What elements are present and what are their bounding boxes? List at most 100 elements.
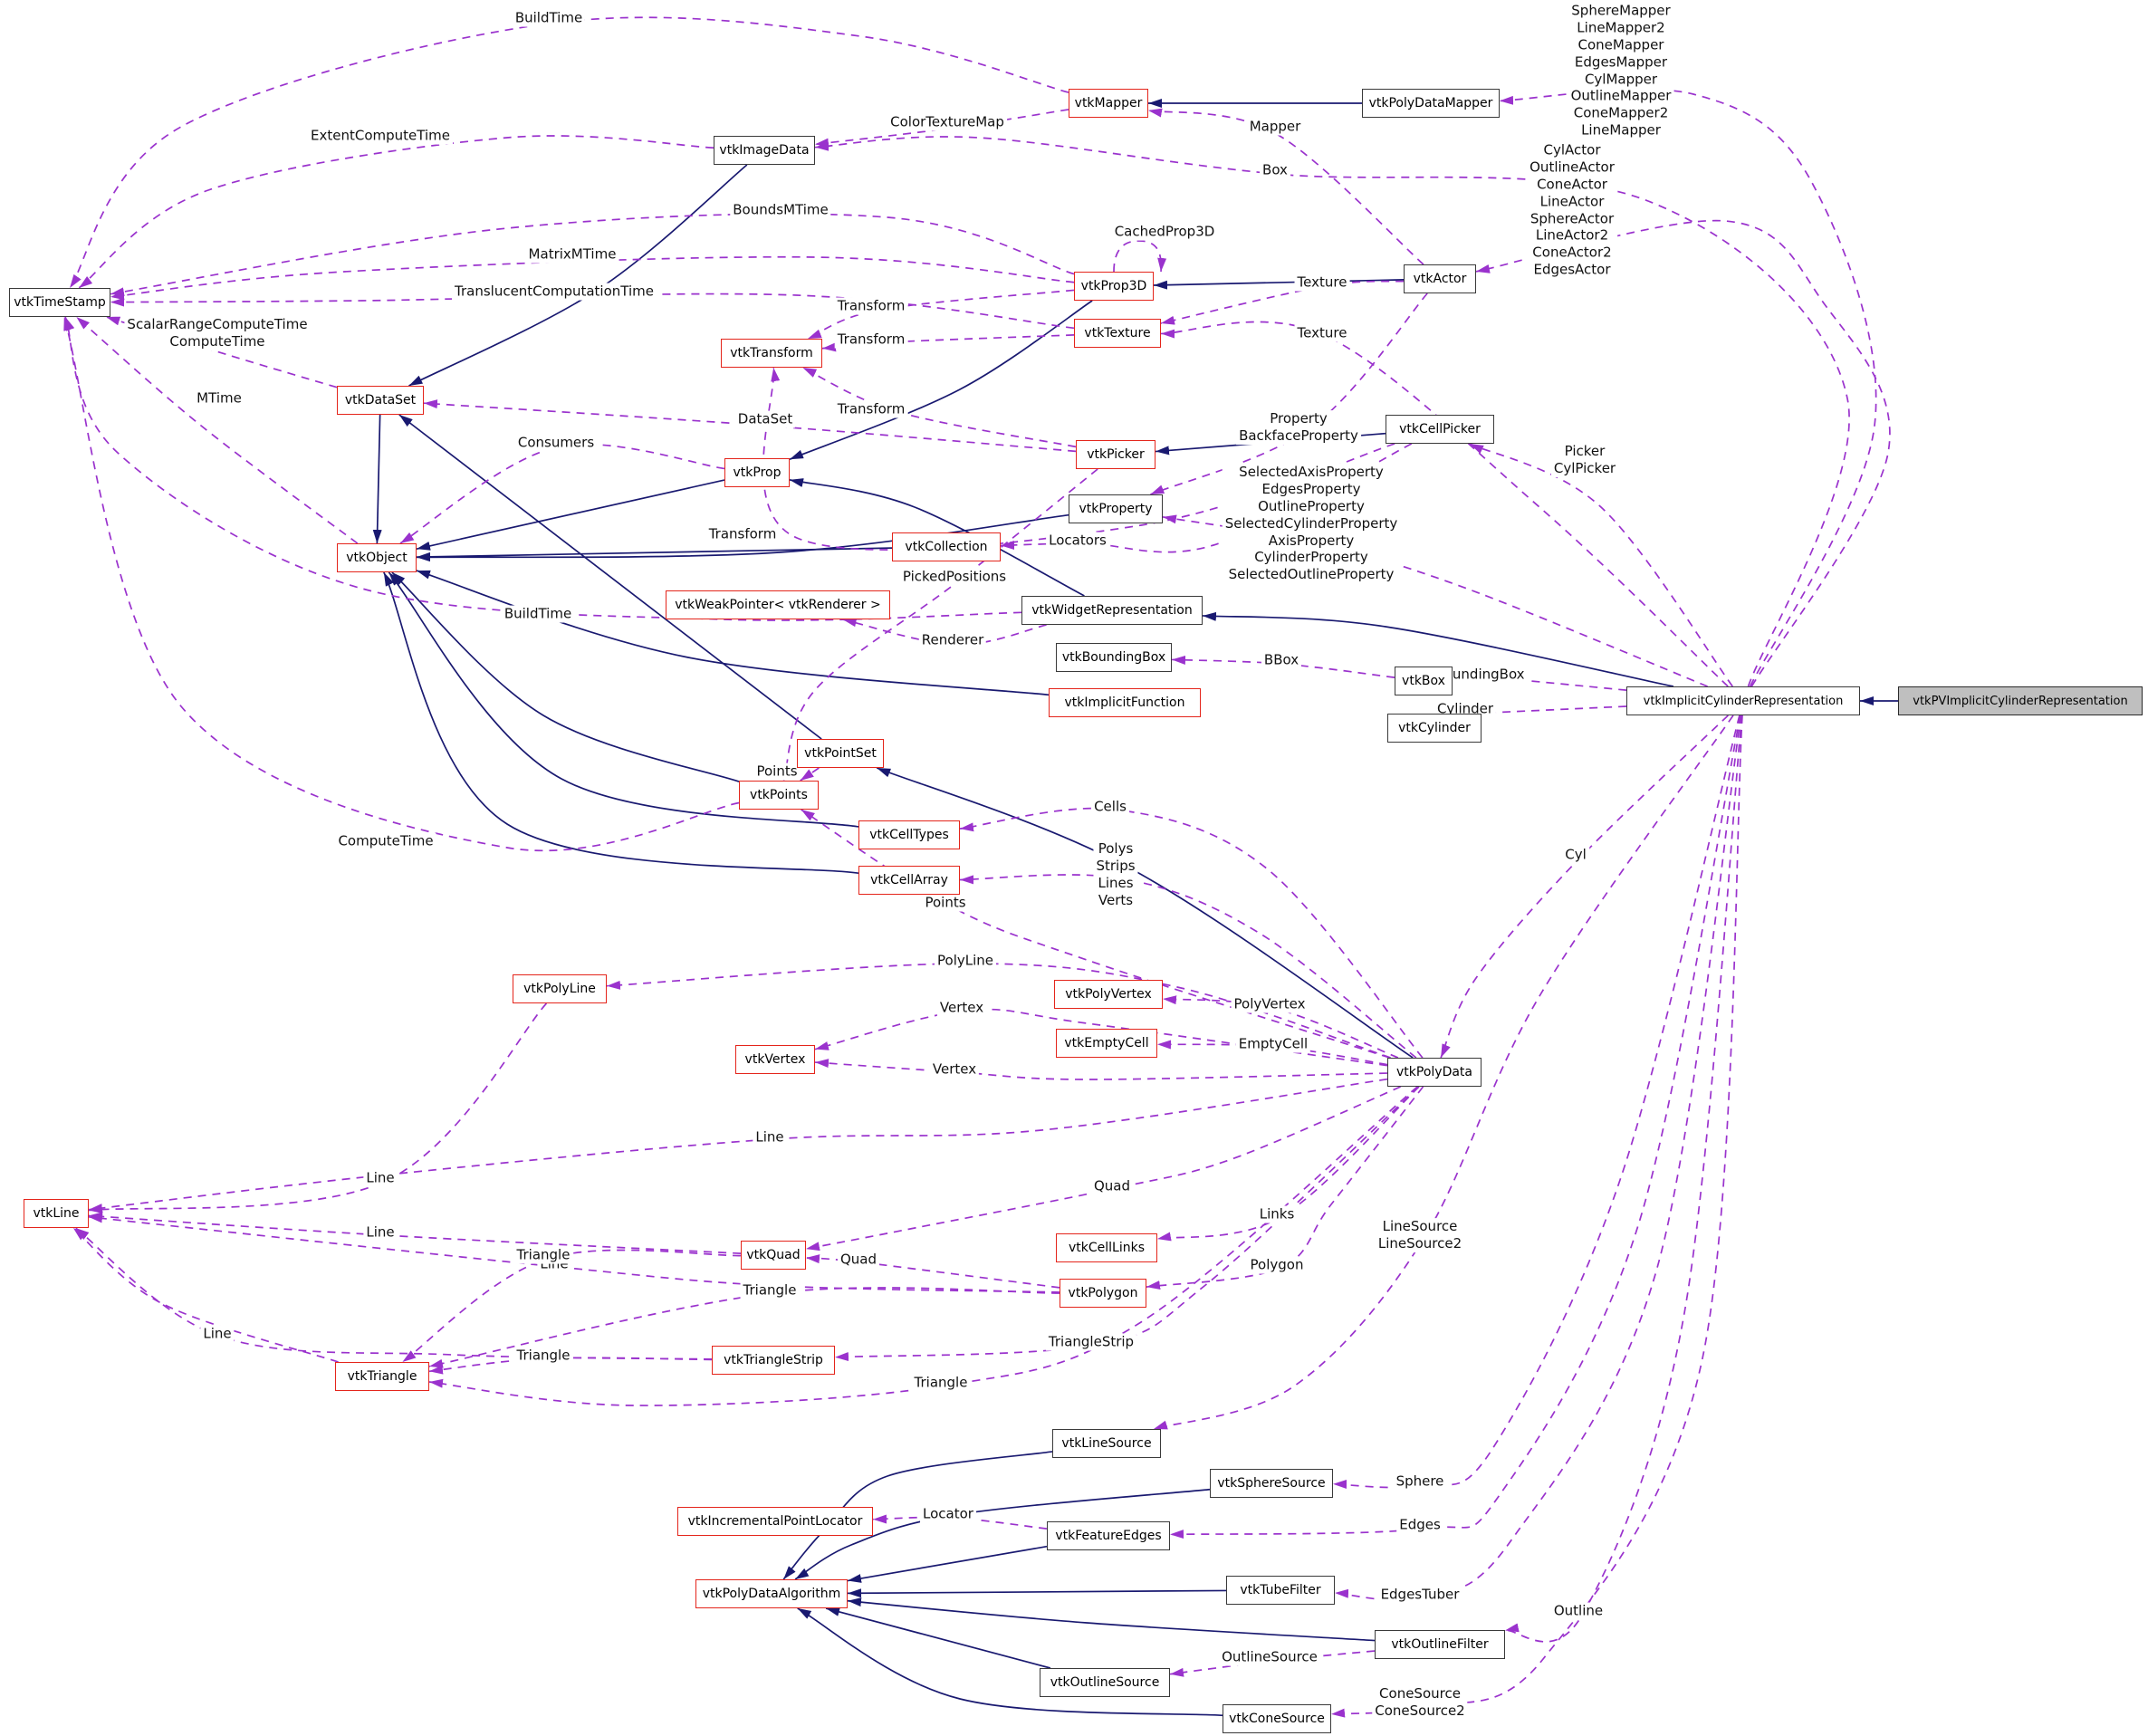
edge-label-Links: Links [1256,1205,1298,1223]
class-node-vtkSphereSource[interactable]: vtkSphereSource [1210,1469,1333,1498]
edge-imf-obj [416,570,1050,696]
edge-tf-pda [847,1588,1227,1598]
edge-icr-of [1504,715,1743,1643]
class-node-vtkTriangleStrip[interactable]: vtkTriangleStrip [712,1346,835,1375]
edge-label-ConeSource: ConeSource ConeSource2 [1372,1685,1468,1720]
edge-label-CachedProp3D: CachedProp3D [1111,223,1218,241]
edge-pd-tst [834,1086,1420,1362]
class-node-vtkCellPicker[interactable]: vtkCellPicker [1386,415,1494,444]
edge-label-ComputeTime: ComputeTime [335,832,436,850]
edge-prop-obj [416,479,725,551]
edge-label-SphereMapper: SphereMapper LineMapper2 ConeMapper Edge… [1568,2,1674,139]
class-node-vtkLine[interactable]: vtkLine [24,1199,89,1228]
class-node-vtkDataSet[interactable]: vtkDataSet [337,386,424,415]
edge-qd-tri [401,1249,742,1363]
class-node-vtkWeakPointer-vtkRenderer-[interactable]: vtkWeakPointer< vtkRenderer > [666,590,890,619]
class-node-vtkProp[interactable]: vtkProp [724,458,790,487]
class-node-vtkFeatureEdges[interactable]: vtkFeatureEdges [1047,1521,1170,1550]
edge-label-Transform: Transform [834,331,908,349]
edge-label-Triangle: Triangle [513,1246,573,1264]
edge-label-EmptyCell: EmptyCell [1235,1035,1311,1053]
edge-label-MTime: MTime [194,389,245,408]
class-node-vtkTimeStamp[interactable]: vtkTimeStamp [9,288,110,317]
class-node-vtkImageData[interactable]: vtkImageData [714,136,815,165]
class-node-vtkPoints[interactable]: vtkPoints [739,781,819,810]
class-node-vtkOutlineFilter[interactable]: vtkOutlineFilter [1375,1630,1505,1659]
edge-act-tex [1160,280,1405,325]
edge-label-Locator: Locator [920,1505,976,1523]
class-node-vtkTubeFilter[interactable]: vtkTubeFilter [1226,1576,1335,1605]
class-node-vtkPolyData[interactable]: vtkPolyData [1387,1058,1482,1087]
edge-img-ds [408,164,748,387]
edge-pgn-qd [805,1254,1060,1289]
class-node-vtkLineSource[interactable]: vtkLineSource [1052,1429,1161,1458]
edge-label-Vertex: Vertex [929,1060,980,1079]
edge-wr-prop [789,478,1085,597]
class-node-vtkOutlineSource[interactable]: vtkOutlineSource [1040,1668,1170,1697]
edge-icr-act [1475,219,1891,687]
edge-tst-lin [74,1227,713,1360]
edge-label-Transform: Transform [834,400,908,418]
class-node-vtkPolyLine[interactable]: vtkPolyLine [513,974,607,1003]
class-node-vtkPointSet[interactable]: vtkPointSet [797,739,884,768]
edge-label-Locators: Locators [1046,532,1109,550]
edge-label-EdgesTuber: EdgesTuber [1377,1586,1462,1604]
edge-icr-wr [1202,611,1674,687]
class-node-vtkPolygon[interactable]: vtkPolygon [1060,1279,1146,1308]
class-node-vtkVertex[interactable]: vtkVertex [735,1045,815,1074]
class-node-vtkConeSource[interactable]: vtkConeSource [1223,1704,1331,1733]
class-node-vtkEmptyCell[interactable]: vtkEmptyCell [1056,1029,1157,1058]
edge-label-Consumers: Consumers [514,434,598,452]
class-node-vtkActor[interactable]: vtkActor [1404,264,1476,293]
edge-label-Line: Line [200,1325,235,1343]
class-node-vtkPolyDataAlgorithm[interactable]: vtkPolyDataAlgorithm [695,1579,848,1608]
class-node-vtkTriangle[interactable]: vtkTriangle [335,1362,429,1391]
edge-pd-emc [1156,1040,1388,1066]
class-node-vtkCellArray[interactable]: vtkCellArray [858,866,960,895]
class-node-vtkBoundingBox[interactable]: vtkBoundingBox [1056,643,1172,672]
edge-label-PolyVertex: PolyVertex [1231,995,1309,1013]
edge-pgn-lin [88,1213,1060,1293]
class-node-vtkIncrementalPointLocator[interactable]: vtkIncrementalPointLocator [677,1507,873,1536]
class-node-vtkMapper[interactable]: vtkMapper [1069,89,1148,118]
class-node-vtkCellTypes[interactable]: vtkCellTypes [858,820,960,849]
class-node-vtkImplicitCylinderRepresentation[interactable]: vtkImplicitCylinderRepresentation [1626,686,1860,715]
class-node-vtkTransform[interactable]: vtkTransform [721,339,822,368]
class-node-vtkProperty[interactable]: vtkProperty [1069,494,1163,523]
class-node-vtkBox[interactable]: vtkBox [1395,667,1453,695]
edge-icr-fe [1169,715,1741,1539]
class-node-vtkWidgetRepresentation[interactable]: vtkWidgetRepresentation [1021,596,1203,625]
class-node-vtkPicker[interactable]: vtkPicker [1076,440,1156,469]
edge-wr-ts [64,316,1022,621]
edge-label-Vertex: Vertex [936,999,987,1017]
edge-pnt-ts [62,316,740,852]
edge-label-ColorTextureMap: ColorTextureMap [887,113,1007,131]
edge-label-Cyl: Cyl [1562,846,1589,864]
edge-icr-cs [1330,715,1743,1718]
class-node-vtkProp3D[interactable]: vtkProp3D [1074,272,1154,301]
edge-ctp-obj [388,571,859,828]
edge-pll-lin [88,1002,548,1214]
edge-p3d-ts [110,213,1075,297]
class-node-vtkCollection[interactable]: vtkCollection [892,532,1001,561]
class-node-vtkPolyDataMapper[interactable]: vtkPolyDataMapper [1362,89,1500,118]
edge-pd-vtx [814,1059,1388,1080]
edge-pgn-tri [428,1287,1060,1368]
edge-pic-pnt [782,468,1098,782]
class-node-vtkPolyVertex[interactable]: vtkPolyVertex [1054,980,1163,1009]
class-node-vtkImplicitFunction[interactable]: vtkImplicitFunction [1049,688,1201,717]
class-node-vtkCylinder[interactable]: vtkCylinder [1387,714,1482,743]
class-node-vtkPVImplicitCylinderRepresentation[interactable]: vtkPVImplicitCylinderRepresentation [1898,686,2143,715]
edge-label-PickedPositions: PickedPositions [899,568,1010,586]
edge-prop-obj [399,443,725,544]
edge-col-obj [416,547,893,561]
class-node-vtkQuad[interactable]: vtkQuad [741,1241,806,1270]
edge-icr-pdm [1499,88,1877,687]
class-node-vtkTexture[interactable]: vtkTexture [1074,319,1161,348]
edge-label-BoundsMTime: BoundsMTime [730,201,831,219]
edge-label-Quad: Quad [837,1251,880,1269]
class-node-vtkObject[interactable]: vtkObject [337,543,417,572]
class-node-vtkCellLinks[interactable]: vtkCellLinks [1056,1233,1157,1262]
